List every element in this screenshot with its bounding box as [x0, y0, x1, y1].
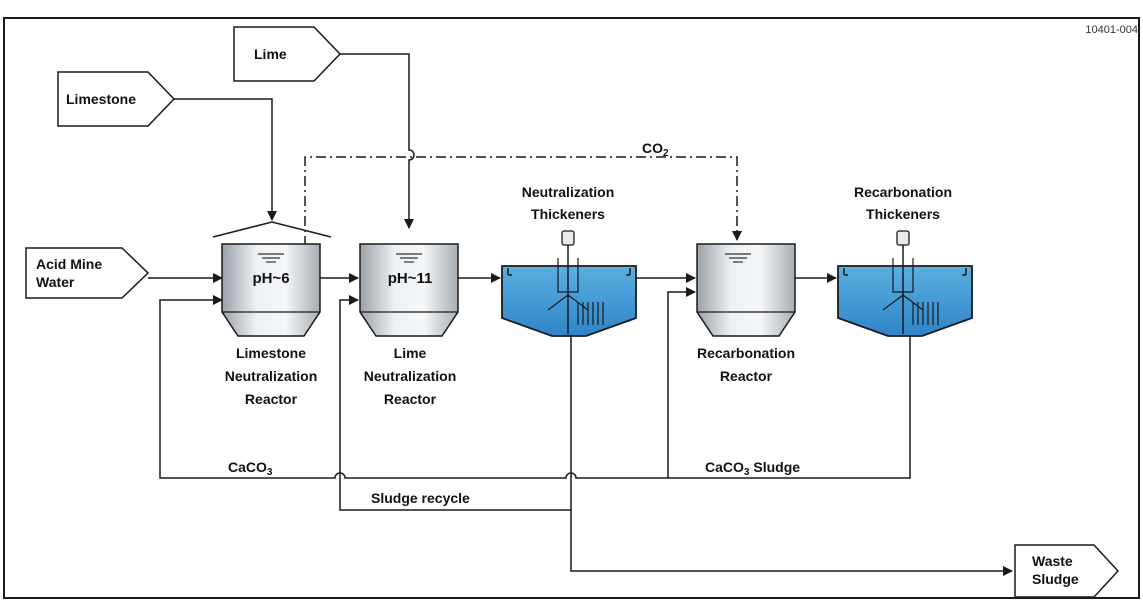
sludge-recycle-label: Sludge recycle [371, 490, 470, 506]
lime-reactor-label-2: Neutralization [364, 368, 457, 384]
acid-mine-water-label-1: Acid Mine [36, 256, 102, 272]
neutralization-thickener: Neutralization Thickeners [501, 184, 637, 337]
recarbonation-reactor: Recarbonation Reactor [696, 243, 796, 384]
limestone-reactor-label-2: Neutralization [225, 368, 318, 384]
caco3-sludge-to-recarbonation-line [667, 287, 696, 478]
recarbonation-thickener-label-2: Thickeners [866, 206, 940, 222]
recarbonation-thickener-label-1: Recarbonation [854, 184, 952, 200]
reactor-cover [212, 221, 332, 238]
thickener-drive-motor [896, 230, 910, 246]
co2-line [304, 156, 742, 246]
acid-mine-water-label-2: Water [36, 274, 75, 290]
lime-neutralization-reactor: pH~11 Lime Neutralization Reactor [359, 243, 459, 407]
limestone-neutralization-reactor: pH~6 Limestone Neutralization Reactor [212, 221, 332, 407]
recarbonation-reactor-label-1: Recarbonation [697, 345, 795, 361]
waste-sludge-line [570, 510, 1013, 576]
waste-sludge-label-1: Waste [1032, 553, 1073, 569]
lime-input-label: Lime [254, 46, 287, 62]
lime-reactor-label-3: Reactor [384, 391, 437, 407]
lime-reactor-label-1: Lime [394, 345, 427, 361]
limestone-input-label: Limestone [66, 91, 136, 107]
co2-label: CO2 [642, 140, 669, 159]
neutralization-thickener-label-2: Thickeners [531, 206, 605, 222]
diagram-code: 10401-004 [1085, 24, 1138, 36]
thickener-drive-motor [561, 230, 575, 246]
caco3-sludge-label: CaCO3 Sludge [705, 459, 800, 478]
limestone-reactor-ph: pH~6 [252, 270, 289, 287]
lime-reactor-ph: pH~11 [388, 270, 433, 287]
limestone-input: Limestone [57, 71, 176, 127]
recarbonation-reactor-label-2: Reactor [720, 368, 773, 384]
limestone-feed-line [174, 98, 277, 221]
recarbonation-thickener: Recarbonation Thickeners [837, 184, 973, 337]
diagram-frame [3, 17, 1140, 599]
limestone-reactor-label-3: Reactor [245, 391, 298, 407]
caco3-label: CaCO3 [228, 459, 273, 478]
sludge-recycle-line [339, 295, 572, 511]
waste-sludge-label-2: Sludge [1032, 571, 1079, 587]
acid-mine-water-input: Acid Mine Water [25, 247, 150, 299]
lime-feed-line [340, 53, 415, 229]
lime-input: Lime [233, 26, 342, 82]
neutralization-thickener-label-1: Neutralization [522, 184, 615, 200]
limestone-reactor-label-1: Limestone [236, 345, 306, 361]
waste-sludge-output: Waste Sludge [1014, 544, 1120, 598]
caco3-recycle-line [159, 295, 911, 479]
